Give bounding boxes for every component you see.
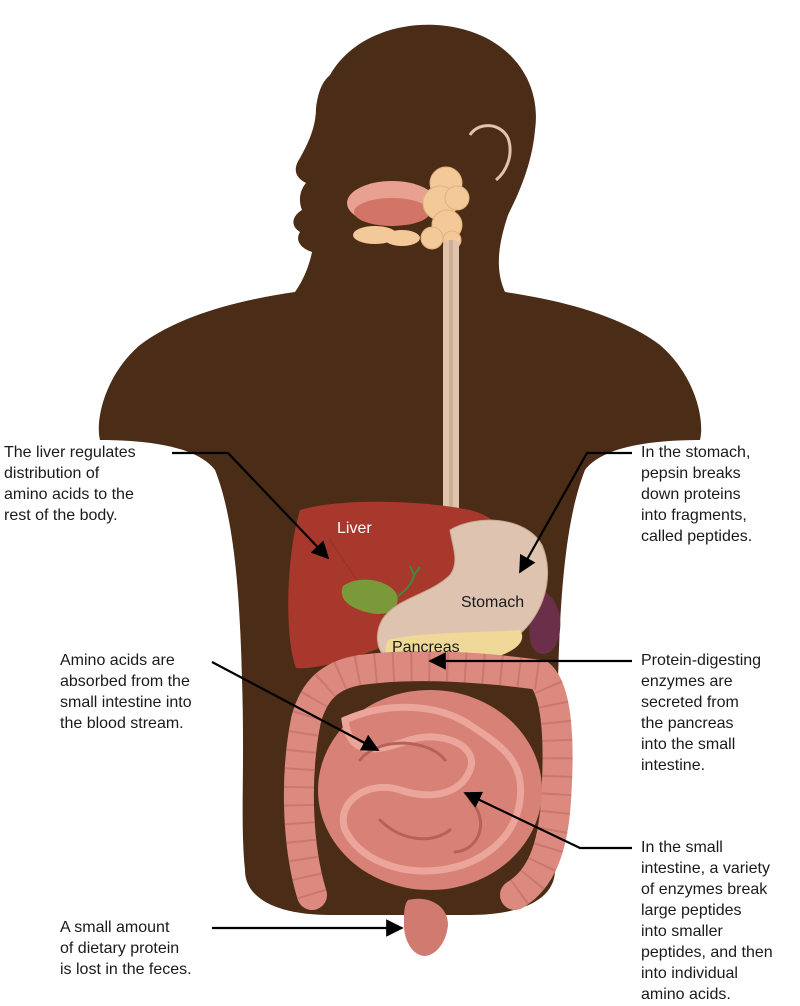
callout-line: peptides, and then [641, 944, 773, 961]
callout-line: secreted from [641, 694, 739, 711]
callout-line: the blood stream. [60, 715, 184, 732]
callout-line: The liver regulates [4, 444, 136, 461]
pancreas-callout: Protein-digesting enzymes are secreted f… [641, 650, 761, 776]
callout-line: of dietary protein [60, 940, 180, 957]
amino-acid-leader-arrow [211, 661, 380, 751]
callout-line: large peptides [641, 902, 742, 919]
ear [468, 124, 512, 182]
callout-line: absorbed from the [60, 673, 190, 690]
callout-line: amino acids to the [4, 486, 134, 503]
feces-callout: A small amount of dietary protein is los… [60, 917, 192, 980]
callout-line: Amino acids are [60, 652, 175, 669]
callout-line: into individual [641, 965, 738, 982]
liver-leader-arrow [172, 451, 330, 560]
callout-line: into smaller [641, 923, 723, 940]
callout-line: down proteins [641, 486, 741, 503]
liver [288, 501, 502, 669]
rectum [404, 898, 448, 956]
callout-line: A small amount [60, 919, 170, 936]
callout-line: the pancreas [641, 715, 734, 732]
callout-line: In the small [641, 839, 723, 856]
liver-callout: The liver regulates distribution of amin… [4, 442, 136, 526]
small-intestine-leader-arrow [463, 791, 632, 850]
callout-line: distribution of [4, 465, 100, 482]
callout-line: pepsin breaks [641, 465, 741, 482]
stomach-leader-arrow [519, 451, 632, 574]
stomach-callout: In the stomach, pepsin breaks down prote… [641, 442, 752, 547]
callout-line: is lost in the feces. [60, 961, 192, 978]
callout-line: enzymes are [641, 673, 733, 690]
small-intestine-callout: In the small intestine, a variety of enz… [641, 837, 773, 1005]
callout-line: Protein-digesting [641, 652, 762, 669]
amino-absorption-callout: Amino acids are absorbed from the small … [60, 650, 192, 734]
callout-line: into fragments, [641, 507, 747, 524]
pancreas-label: Pancreas [392, 639, 460, 656]
salivary-glands [420, 166, 470, 250]
esophagus [443, 240, 459, 540]
callout-line: small intestine into [60, 694, 192, 711]
callout-line: of enzymes break [641, 881, 768, 898]
callout-line: intestine. [641, 757, 706, 774]
callout-line: rest of the body. [4, 507, 118, 524]
callout-line: In the stomach, [641, 444, 751, 461]
gallbladder [341, 565, 421, 615]
mouth-tongue [347, 181, 437, 246]
callout-line: into the small [641, 736, 736, 753]
liver-label: Liver [337, 520, 372, 537]
callout-line: called peptides. [641, 528, 753, 545]
stomach-label: Stomach [461, 594, 524, 611]
callout-line: amino acids. [641, 986, 731, 1003]
callout-line: intestine, a variety [641, 860, 770, 877]
small-intestine [318, 690, 542, 890]
colon-haustra [283, 651, 573, 908]
